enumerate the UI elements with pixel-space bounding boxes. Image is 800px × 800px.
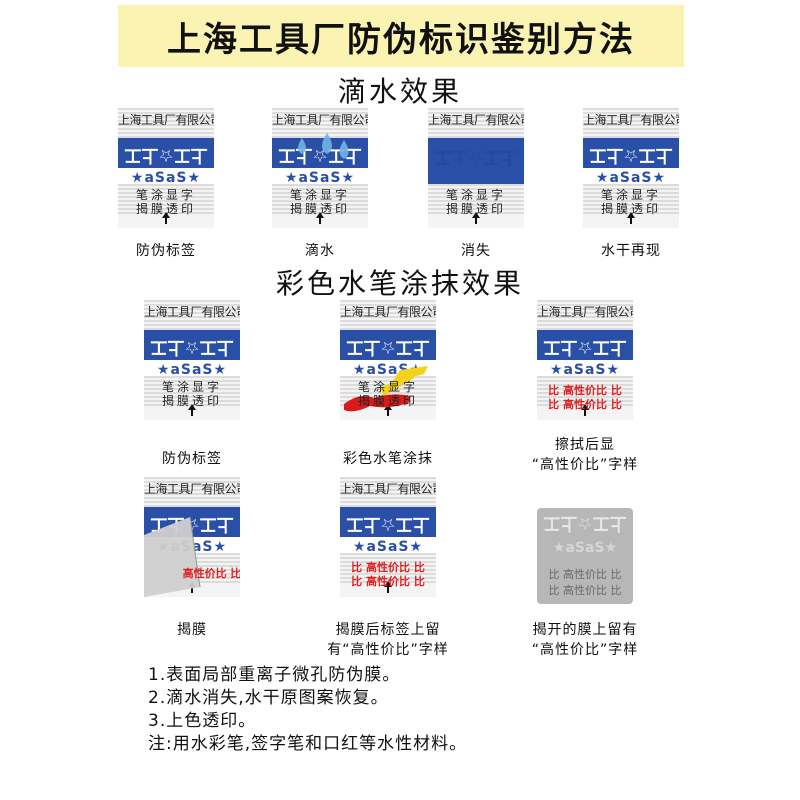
tag-pen-smeared: 上工☆上工★aSaS★上海工具厂有限公司笔涂显字揭膜透印 <box>340 300 436 420</box>
section-title-pen: 彩色水笔涂抹效果 <box>275 267 524 300</box>
title-banner: 上海工具厂防伪标识鉴别方法 <box>118 5 684 67</box>
label-pen-wiped-line1: 擦拭后显 <box>555 437 615 453</box>
tag-text-line-1: 笔涂显字 <box>289 188 350 202</box>
svg-text:上工☆上工: 上工☆上工 <box>543 337 626 357</box>
label-after-peel-line1: 揭膜后标签上留 <box>335 622 441 638</box>
svg-text:上工☆上工: 上工☆上工 <box>346 514 429 534</box>
page-title: 上海工具厂防伪标识鉴别方法 <box>167 19 635 60</box>
red-text-row-2: 比 高性价比 比 <box>548 398 622 411</box>
tag-company-name: 上海工具厂有限公司 <box>272 113 368 127</box>
tag-company-name: 上海工具厂有限公司 <box>340 305 436 319</box>
tag-pen-wiped: 上工☆上工 ★aSaS★ 上海工具厂有限公司比 高性价比 比比 高性价比 比 <box>537 300 633 420</box>
svg-text:★aSaS★: ★aSaS★ <box>285 170 355 186</box>
label-film-line1: 揭开的膜上留有 <box>532 622 638 638</box>
tag-pen-original: 上工☆上工 ★aSaS★ 上海工具厂有限公司笔涂显字揭膜透印 <box>144 300 240 420</box>
label-film: 揭开的膜上留有 “高性价比”字样 <box>490 620 680 660</box>
tag-after-peel: 上工☆上工 ★aSaS★ 上海工具厂有限公司比 高性价比 比比 高性价比 比 <box>340 477 436 597</box>
label-water-1: 滴水 <box>305 243 335 259</box>
tag-water-vanished: 上工☆上工 上海工具厂有限公司笔涂显字揭膜透印 <box>428 108 524 228</box>
svg-text:上工☆上工: 上工☆上工 <box>150 337 233 357</box>
tag-text-line-2: 揭膜透印 <box>445 202 506 216</box>
film-text-row-1: 比 高性价比 比 <box>548 568 622 581</box>
tag-text-line-1: 笔涂显字 <box>135 188 196 202</box>
svg-text:上工☆上工: 上工☆上工 <box>124 145 207 165</box>
tag-company-name: 上海工具厂有限公司 <box>144 482 240 496</box>
svg-text:上工☆上工: 上工☆上工 <box>278 145 361 165</box>
red-text-row-1: 比 高性价比 比 <box>351 561 425 574</box>
label-pen-wiped-line2: “高性价比”字样 <box>531 457 639 473</box>
tag-text-line-1: 笔涂显字 <box>600 188 661 202</box>
film-text-row-2: 比 高性价比 比 <box>548 584 622 597</box>
tag-company-name: 上海工具厂有限公司 <box>144 305 240 319</box>
note-2: 2.滴水消失,水干原图案恢复。 <box>148 688 389 708</box>
label-after-peel: 揭膜后标签上留 有“高性价比”字样 <box>300 620 476 660</box>
label-water-2: 消失 <box>461 243 491 259</box>
tag-text-line-2: 揭膜透印 <box>357 394 418 408</box>
tag-text-line-1: 笔涂显字 <box>161 380 222 394</box>
label-after-peel-line2: 有“高性价比”字样 <box>327 642 449 658</box>
svg-text:★aSaS★: ★aSaS★ <box>553 540 617 556</box>
section-title-water: 滴水效果 <box>337 75 462 108</box>
tag-company-name: 上海工具厂有限公司 <box>428 113 524 127</box>
svg-text:★aSaS★: ★aSaS★ <box>131 170 201 186</box>
svg-text:上工☆上工: 上工☆上工 <box>589 145 672 165</box>
tag-company-name: 上海工具厂有限公司 <box>340 482 436 496</box>
svg-text:★aSaS★: ★aSaS★ <box>596 170 666 186</box>
label-film-line2: “高性价比”字样 <box>531 642 639 658</box>
note-3: 3.上色透印。 <box>148 711 257 731</box>
note-1: 1.表面局部重离子微孔防伪膜。 <box>148 665 401 685</box>
svg-text:★aSaS★: ★aSaS★ <box>550 362 620 378</box>
tag-company-name: 上海工具厂有限公司 <box>118 113 214 127</box>
tag-text-line-2: 揭膜透印 <box>161 394 222 408</box>
note-4: 注:用水彩笔,签字笔和口红等水性材料。 <box>148 734 468 754</box>
label-water-0: 防伪标签 <box>136 243 196 259</box>
label-peel: 揭膜 <box>177 622 207 638</box>
tag-text-line-1: 笔涂显字 <box>445 188 506 202</box>
label-water-3: 水干再现 <box>601 243 661 259</box>
svg-text:上工☆上工: 上工☆上工 <box>543 513 626 533</box>
tag-text-line-2: 揭膜透印 <box>289 202 350 216</box>
label-pen-smear: 彩色水笔涂抹 <box>343 451 433 467</box>
tag-water-dried: 上工☆上工 ★aSaS★ 上海工具厂有限公司笔涂显字揭膜透印 <box>583 108 679 228</box>
svg-text:上工☆上工: 上工☆上工 <box>346 337 429 357</box>
tag-text-line-1: 笔涂显字 <box>357 380 418 394</box>
label-pen-wiped: 擦拭后显 “高性价比”字样 <box>490 435 680 475</box>
notes: 1.表面局部重离子微孔防伪膜。 2.滴水消失,水干原图案恢复。 3.上色透印。 … <box>148 664 467 756</box>
svg-text:★aSaS★: ★aSaS★ <box>157 362 227 378</box>
red-text-row-peel: 高性价比 比 <box>182 567 240 580</box>
tag-text-line-2: 揭膜透印 <box>600 202 661 216</box>
tag-peeled-film: 上工☆上工 ★aSaS★ 比 高性价比 比比 高性价比 比 <box>537 508 633 604</box>
red-text-row-2: 比 高性价比 比 <box>351 575 425 588</box>
svg-text:★aSaS★: ★aSaS★ <box>353 539 423 555</box>
tag-original: 上工☆上工 ★aSaS★ 上海工具厂有限公司笔涂显字揭膜透印 <box>118 108 214 228</box>
label-pen-tag: 防伪标签 <box>162 451 222 467</box>
svg-text:上工☆上工: 上工☆上工 <box>434 147 517 167</box>
tag-company-name: 上海工具厂有限公司 <box>537 305 633 319</box>
tag-text-line-2: 揭膜透印 <box>135 202 196 216</box>
tag-water-drop: 上工☆上工 ★aSaS★ 上海工具厂有限公司笔涂显字揭膜透印 <box>272 108 368 228</box>
tag-company-name: 上海工具厂有限公司 <box>583 113 679 127</box>
red-text-row-1: 比 高性价比 比 <box>548 384 622 397</box>
